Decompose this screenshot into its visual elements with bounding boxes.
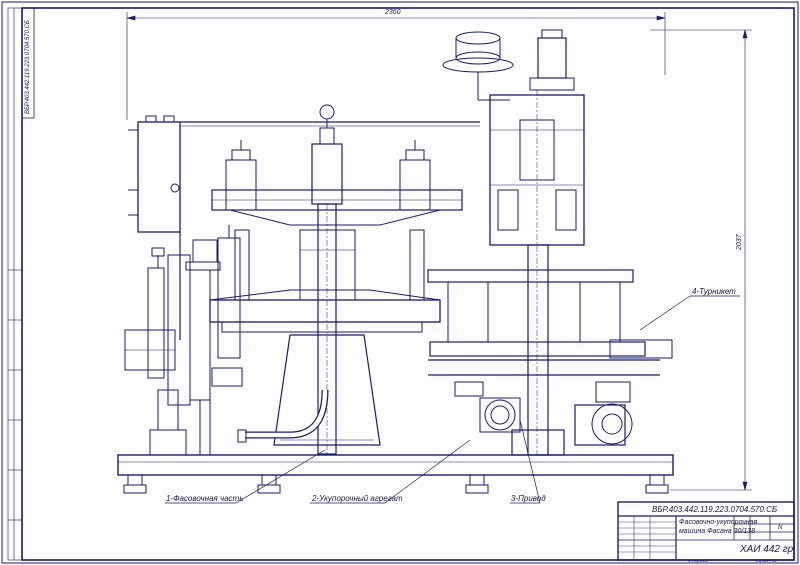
title-block-footer-left: Копировал [688, 558, 708, 563]
dim-overall-width: 2360 [385, 9, 401, 16]
drive-unit [479, 381, 633, 446]
machine-base [117, 454, 674, 494]
title-block-title-line2: машина Фасана 30/138 [679, 528, 756, 535]
control-cabinet [128, 115, 480, 340]
title-block-org: ХАИ 442 гр [740, 544, 794, 555]
title-block-footer-right: Формат А1 [755, 558, 777, 563]
title-block-doc-code: ВБР.403.442.119.223.0704.570.СБ [652, 505, 778, 514]
callout-filling-section: 1-Фасовочная часть [166, 494, 244, 503]
main-column-right [511, 244, 565, 456]
callout-leaders [165, 295, 740, 504]
inner-frame [21, 7, 795, 561]
filling-section [124, 225, 243, 456]
callout-turnstile: 4-Турникет [692, 287, 736, 296]
margin-stamp-text: ВБР.403.442.119.223.0704.570.СБ [25, 20, 31, 114]
left-margin-strip [7, 7, 23, 561]
margin-stamp-box [21, 7, 35, 119]
title-block [617, 501, 795, 561]
callout-drive: 3-Привод [511, 494, 546, 503]
title-block-title-line1: Фасовочно-укупорочная [679, 519, 758, 526]
dim-overall-height: 2037 [736, 234, 743, 250]
title-block-sheet: N [778, 525, 783, 531]
callout-capping-unit: 2-Укупорочный агрегат [312, 494, 403, 503]
turnstile-tables [427, 269, 673, 397]
cap-feeder-tower [442, 29, 585, 455]
capping-unit [237, 104, 381, 455]
dimension-lines [126, 12, 752, 491]
